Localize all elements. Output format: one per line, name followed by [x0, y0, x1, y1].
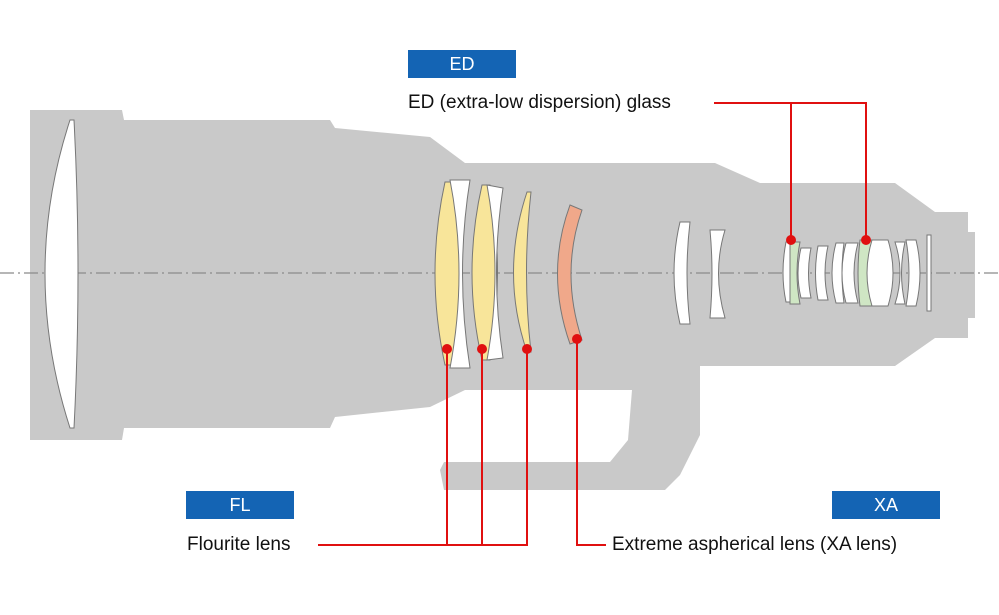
- rear-lens-4: [831, 242, 845, 304]
- middle-lens-1: [673, 221, 691, 325]
- fl-marker-dot-2: [477, 344, 487, 354]
- xa-leader-line: [576, 339, 606, 546]
- ed-marker-dot-2: [861, 235, 871, 245]
- rear-lens-8: [905, 239, 921, 307]
- ed-badge: ED: [408, 50, 516, 78]
- rear-lens-5: [841, 242, 859, 304]
- ed-glass-element-1: [789, 241, 801, 305]
- lens-barrel: [30, 110, 975, 490]
- glass-lens-1: [449, 179, 471, 369]
- middle-lens-2: [709, 229, 726, 319]
- rear-filter-plate: [926, 234, 932, 312]
- fl-leader-line: [318, 349, 528, 546]
- fl-marker-dot-1: [442, 344, 452, 354]
- ed-leader-line: [714, 102, 867, 240]
- rear-lens-7: [894, 241, 906, 305]
- fluorite-lens-label: Flourite lens: [187, 534, 291, 555]
- rear-lens-6: [866, 239, 894, 307]
- xa-lens-label: Extreme aspherical lens (XA lens): [612, 534, 898, 555]
- glass-lens-2: [486, 184, 504, 361]
- rear-lens-2: [797, 247, 812, 299]
- xa-badge: XA: [832, 491, 940, 519]
- fl-marker-dot-3: [522, 344, 532, 354]
- ed-marker-dot-1: [786, 235, 796, 245]
- xa-marker-dot: [572, 334, 582, 344]
- front-lens-element: [44, 119, 79, 429]
- fl-badge: FL: [186, 491, 294, 519]
- ed-glass-label: ED (extra-low dispersion) glass: [408, 92, 671, 113]
- rear-lens-3: [815, 245, 829, 301]
